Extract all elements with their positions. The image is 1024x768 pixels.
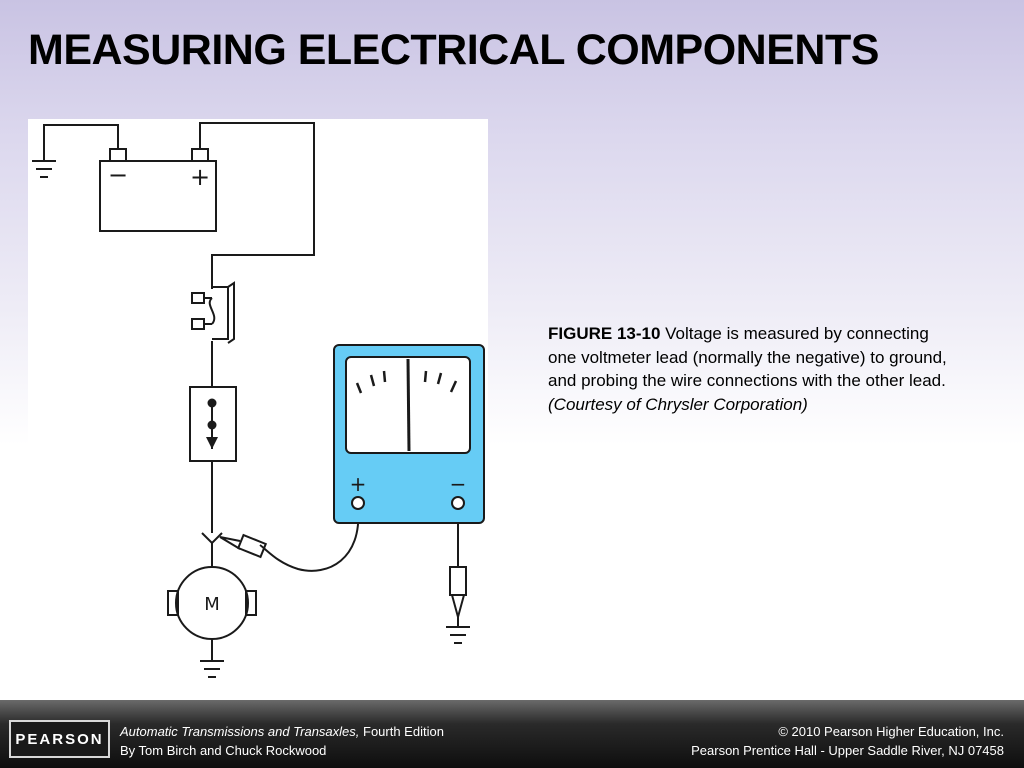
switch-contact-mid — [207, 420, 217, 430]
feed-wire — [199, 122, 315, 289]
motor-left-tab — [167, 590, 179, 616]
pearson-logo: PEARSON — [9, 720, 110, 758]
pearson-logo-text: PEARSON — [15, 730, 104, 748]
voltmeter-positive-jack — [351, 496, 365, 510]
probe-ground-icon — [446, 626, 470, 644]
positive-probe-tip — [219, 536, 241, 550]
battery-body — [99, 160, 217, 232]
battery-positive-label: + — [190, 163, 210, 191]
meter-positive-label: + — [350, 472, 367, 496]
battery-negative-label: − — [108, 161, 128, 189]
battery-ground-icon — [32, 160, 56, 178]
copyright-block: © 2010 Pearson Higher Education, Inc. Pe… — [691, 722, 1004, 760]
positive-probe-handle — [236, 533, 268, 559]
voltmeter-negative-jack — [451, 496, 465, 510]
book-citation: Automatic Transmissions and Transaxles, … — [120, 722, 444, 760]
switch-contact-arrow — [206, 437, 218, 449]
voltmeter-scale-ticks — [355, 370, 458, 394]
fuse-holder-left — [212, 286, 229, 340]
motor-right-tab — [245, 590, 257, 616]
figure-number: FIGURE 13-10 — [548, 324, 661, 343]
fuse-element — [208, 297, 216, 325]
motor-label: M — [204, 594, 220, 615]
negative-probe-handle — [449, 566, 467, 596]
caption-credit: (Courtesy of Chrysler Corporation) — [548, 394, 808, 414]
switch-contact-top — [207, 398, 217, 408]
book-edition: Fourth Edition — [359, 724, 444, 739]
copyright-line: © 2010 Pearson Higher Education, Inc. — [778, 724, 1004, 739]
circuit-figure: − + + − M — [28, 119, 488, 689]
meter-negative-label: − — [450, 472, 467, 496]
circuit-diagram: − + + − M — [28, 119, 488, 689]
publisher-line: Pearson Prentice Hall - Upper Saddle Riv… — [691, 743, 1004, 758]
positive-probe-lead — [259, 508, 360, 572]
book-title: Automatic Transmissions and Transaxles, — [120, 724, 360, 739]
motor-ground-icon — [200, 660, 224, 678]
figure-caption: FIGURE 13-10 Voltage is measured by conn… — [548, 322, 958, 416]
caption-text: Voltage is measured by connecting one vo… — [548, 324, 947, 390]
fuse-holder-right — [227, 281, 235, 344]
battery-neg-terminal — [109, 148, 127, 162]
voltmeter-needle — [406, 358, 411, 452]
book-authors: By Tom Birch and Chuck Rockwood — [120, 743, 327, 758]
footer-bar: PEARSON Automatic Transmissions and Tran… — [0, 700, 1024, 768]
battery-ground-wire — [43, 124, 119, 161]
slide-title: MEASURING ELECTRICAL COMPONENTS — [28, 26, 879, 74]
